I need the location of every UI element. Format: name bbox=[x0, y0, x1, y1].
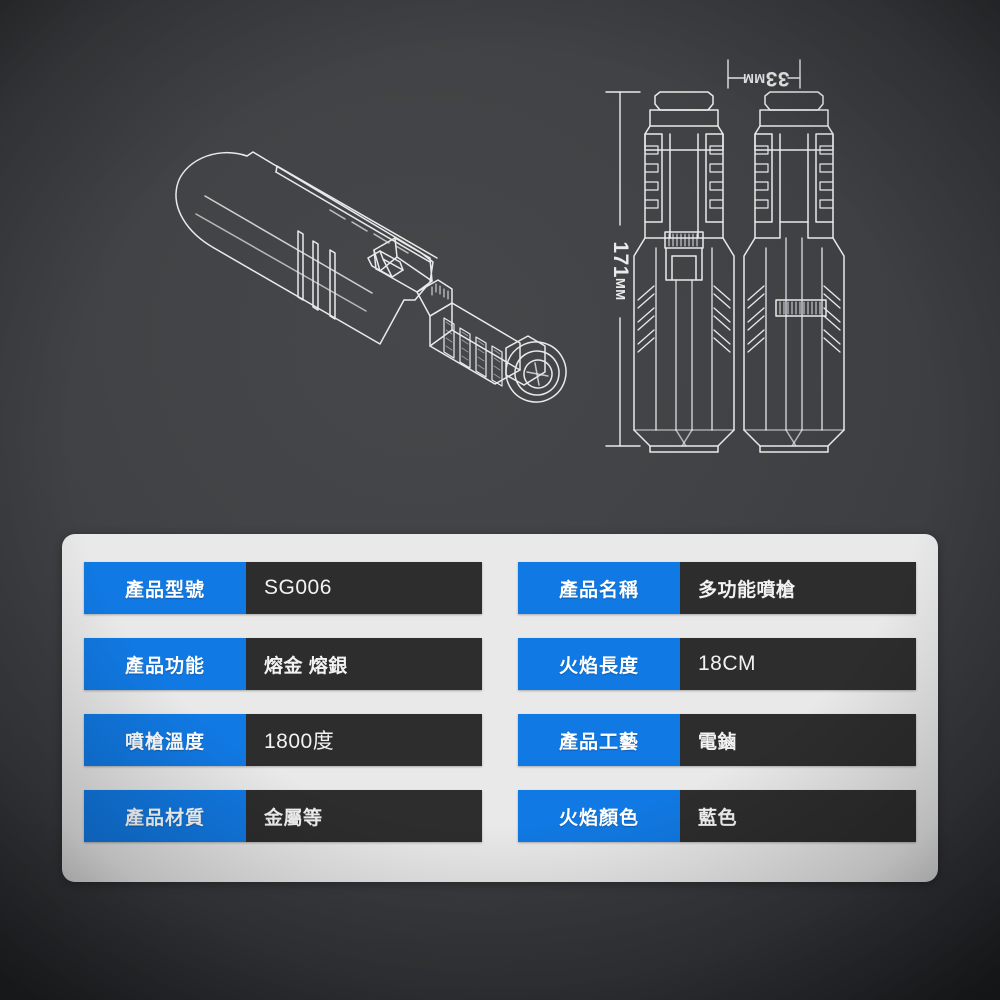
spec-row-product-material: 產品材質 金屬等 bbox=[84, 790, 482, 842]
spec-value-product-model: SG006 bbox=[246, 562, 482, 614]
technical-drawing-artwork: 33MM 171MM bbox=[175, 59, 845, 453]
spec-label-flame-color: 火焰顏色 bbox=[518, 790, 680, 842]
spec-label-product-model: 產品型號 bbox=[84, 562, 246, 614]
spec-value-product-function: 熔金 熔銀 bbox=[246, 638, 482, 690]
spec-value-product-material: 金屬等 bbox=[246, 790, 482, 842]
front-orthographic-torch bbox=[633, 91, 735, 453]
spec-row-flame-length: 火焰長度 18CM bbox=[518, 638, 916, 690]
spec-value-torch-temperature: 1800度 bbox=[246, 714, 482, 766]
spec-row-product-model: 產品型號 SG006 bbox=[84, 562, 482, 614]
spec-row-product-name: 產品名稱 多功能噴槍 bbox=[518, 562, 916, 614]
spec-row-product-function: 產品功能 熔金 熔銀 bbox=[84, 638, 482, 690]
width-dimension-label: 33MM bbox=[742, 67, 789, 90]
height-dimension-label: 171MM bbox=[609, 241, 632, 300]
spec-label-product-material: 產品材質 bbox=[84, 790, 246, 842]
spec-value-flame-length: 18CM bbox=[680, 638, 916, 690]
spec-label-product-name: 產品名稱 bbox=[518, 562, 680, 614]
spec-value-product-craft: 電鏀 bbox=[680, 714, 916, 766]
spec-row-torch-temperature: 噴槍溫度 1800度 bbox=[84, 714, 482, 766]
spec-row-product-craft: 產品工藝 電鏀 bbox=[518, 714, 916, 766]
spec-label-torch-temperature: 噴槍溫度 bbox=[84, 714, 246, 766]
specification-panel: 產品型號 SG006 產品名稱 多功能噴槍 產品功能 熔金 熔銀 火焰長度 18… bbox=[62, 534, 938, 882]
spec-value-product-name: 多功能噴槍 bbox=[680, 562, 916, 614]
spec-label-product-function: 產品功能 bbox=[84, 638, 246, 690]
spec-label-product-craft: 產品工藝 bbox=[518, 714, 680, 766]
spec-value-flame-color: 藍色 bbox=[680, 790, 916, 842]
specification-grid: 產品型號 SG006 產品名稱 多功能噴槍 產品功能 熔金 熔銀 火焰長度 18… bbox=[84, 562, 916, 842]
spec-row-flame-color: 火焰顏色 藍色 bbox=[518, 790, 916, 842]
isometric-torch-drawing bbox=[175, 151, 567, 403]
spec-label-flame-length: 火焰長度 bbox=[518, 638, 680, 690]
side-orthographic-torch bbox=[743, 91, 845, 453]
